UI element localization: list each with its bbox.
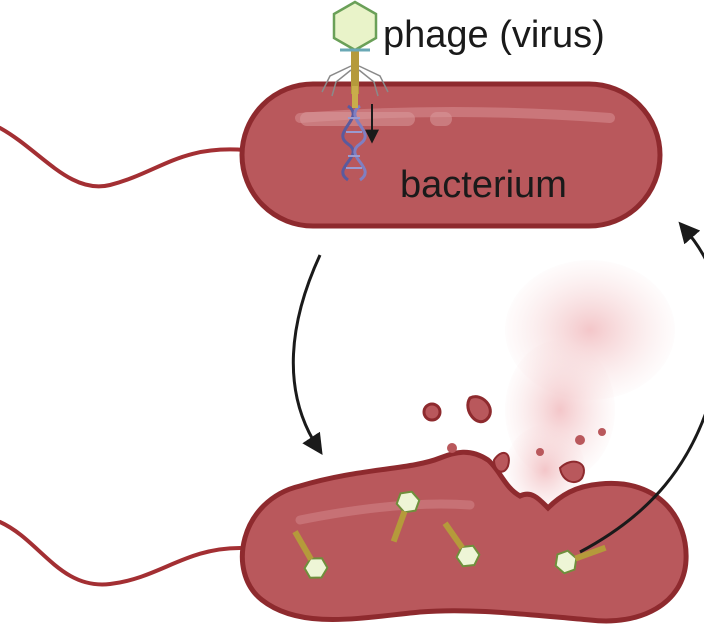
progeny-phages [292, 487, 607, 584]
burst-cloud [505, 260, 675, 515]
phage-icon [321, 0, 389, 108]
dna-helix-icon [341, 104, 367, 182]
bacterium-label: bacterium [400, 164, 567, 206]
return-arrow [579, 221, 704, 554]
bottom-cell-body [239, 449, 689, 624]
bottom-bacterium [0, 395, 689, 624]
cycle-arrow-icon [291, 254, 323, 456]
top-flagellum [0, 126, 247, 189]
phage-label: phage (virus) [383, 14, 605, 56]
bottom-flagellum [0, 520, 242, 587]
